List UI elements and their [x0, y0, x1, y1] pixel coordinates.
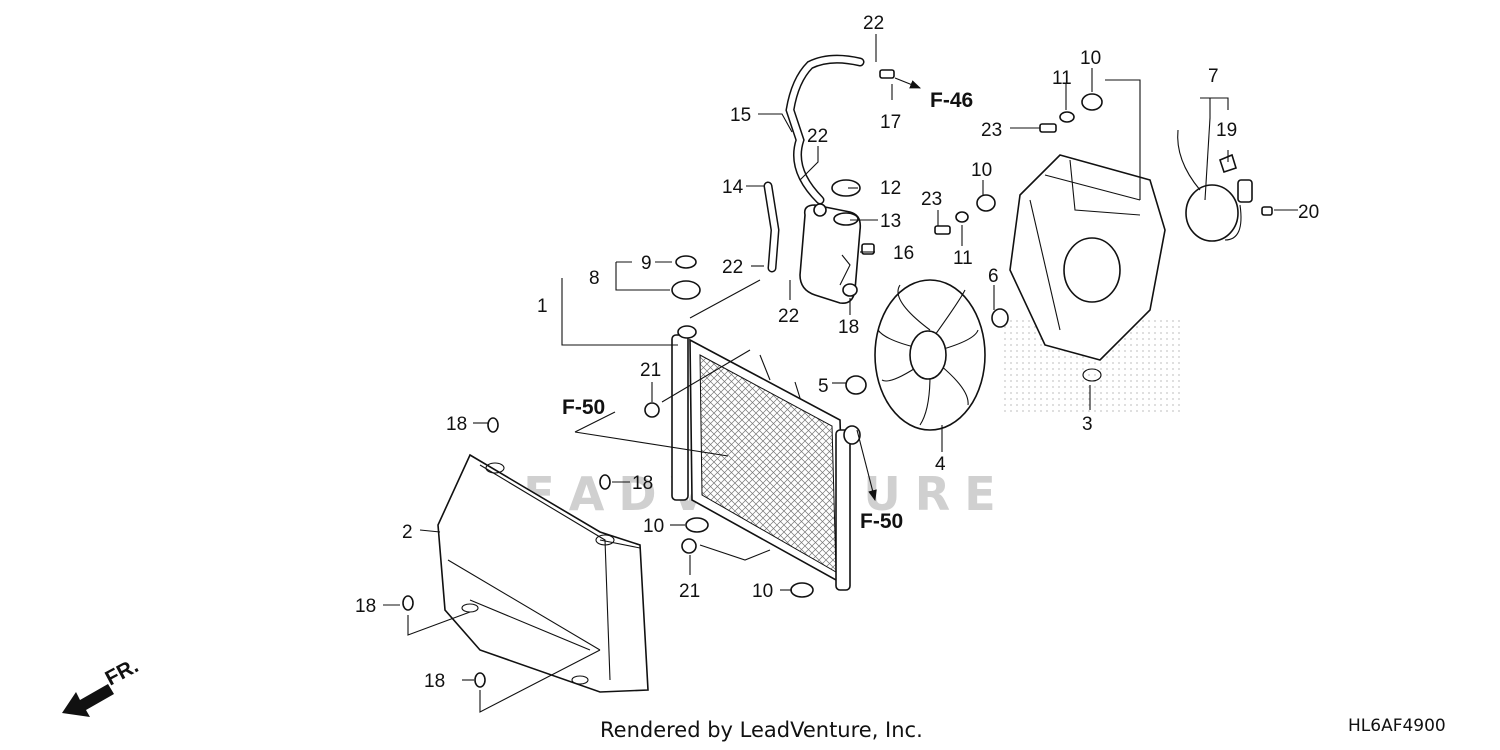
fan-shroud: [991, 154, 1166, 382]
render-credit: Rendered by LeadVenture, Inc.: [600, 718, 923, 742]
callout-16: 16: [893, 243, 914, 264]
diagram-code: HL6AF4900: [1348, 716, 1446, 736]
hoses: [763, 54, 895, 273]
callout-labels: 1 2 3 4 5 6 7 8 9 10 10 10 10 11 11 12 1…: [355, 13, 1319, 692]
callout-19: 19: [1216, 120, 1237, 141]
ref-f46: F-46: [930, 89, 973, 112]
front-arrow-icon: [62, 684, 114, 717]
radiator-shroud: [437, 453, 649, 693]
callout-1: 1: [537, 296, 548, 317]
small-parts: [402, 93, 1273, 688]
callout-18-e: 18: [838, 317, 859, 338]
callout-21-a: 21: [640, 360, 661, 381]
callout-22-d: 22: [778, 306, 799, 327]
callout-2: 2: [402, 522, 413, 543]
callout-10-c: 10: [643, 516, 664, 537]
callout-18-d: 18: [424, 671, 445, 692]
callout-15: 15: [730, 105, 751, 126]
callout-10-a: 10: [1080, 48, 1101, 69]
front-direction-arrow: FR.: [62, 654, 142, 717]
callout-22-c: 22: [722, 257, 743, 278]
reserve-tank: [799, 179, 862, 305]
callout-21-b: 21: [679, 581, 700, 602]
callout-23-a: 23: [981, 120, 1002, 141]
callout-18-c: 18: [355, 596, 376, 617]
ref-f50-right: F-50: [860, 510, 903, 533]
callout-8: 8: [589, 268, 600, 289]
callout-9: 9: [641, 253, 652, 274]
callout-14: 14: [722, 177, 744, 198]
ref-f50-left: F-50: [562, 396, 605, 419]
callout-6: 6: [988, 266, 999, 287]
callout-20: 20: [1298, 202, 1319, 223]
callout-22-a: 22: [863, 13, 884, 34]
callout-13: 13: [880, 211, 901, 232]
callout-11-a: 11: [1052, 68, 1072, 89]
reference-labels: F-46 F-50 F-50: [562, 89, 973, 533]
callout-11-b: 11: [953, 248, 973, 269]
callout-12: 12: [880, 178, 901, 199]
radiator: [671, 325, 861, 591]
callout-18-b: 18: [632, 473, 653, 494]
callout-23-b: 23: [921, 189, 942, 210]
callout-3: 3: [1082, 414, 1093, 435]
callout-22-b: 22: [807, 126, 828, 147]
callout-4: 4: [935, 454, 946, 475]
leader-lines: [383, 34, 1298, 713]
callout-18-a: 18: [446, 414, 467, 435]
callout-10-b: 10: [971, 160, 992, 181]
fan-motor: [1177, 129, 1253, 242]
callout-5: 5: [818, 376, 829, 397]
cooling-fan: [874, 279, 986, 431]
callout-7: 7: [1208, 66, 1219, 87]
callout-10-d: 10: [752, 581, 773, 602]
callout-17: 17: [880, 112, 901, 133]
